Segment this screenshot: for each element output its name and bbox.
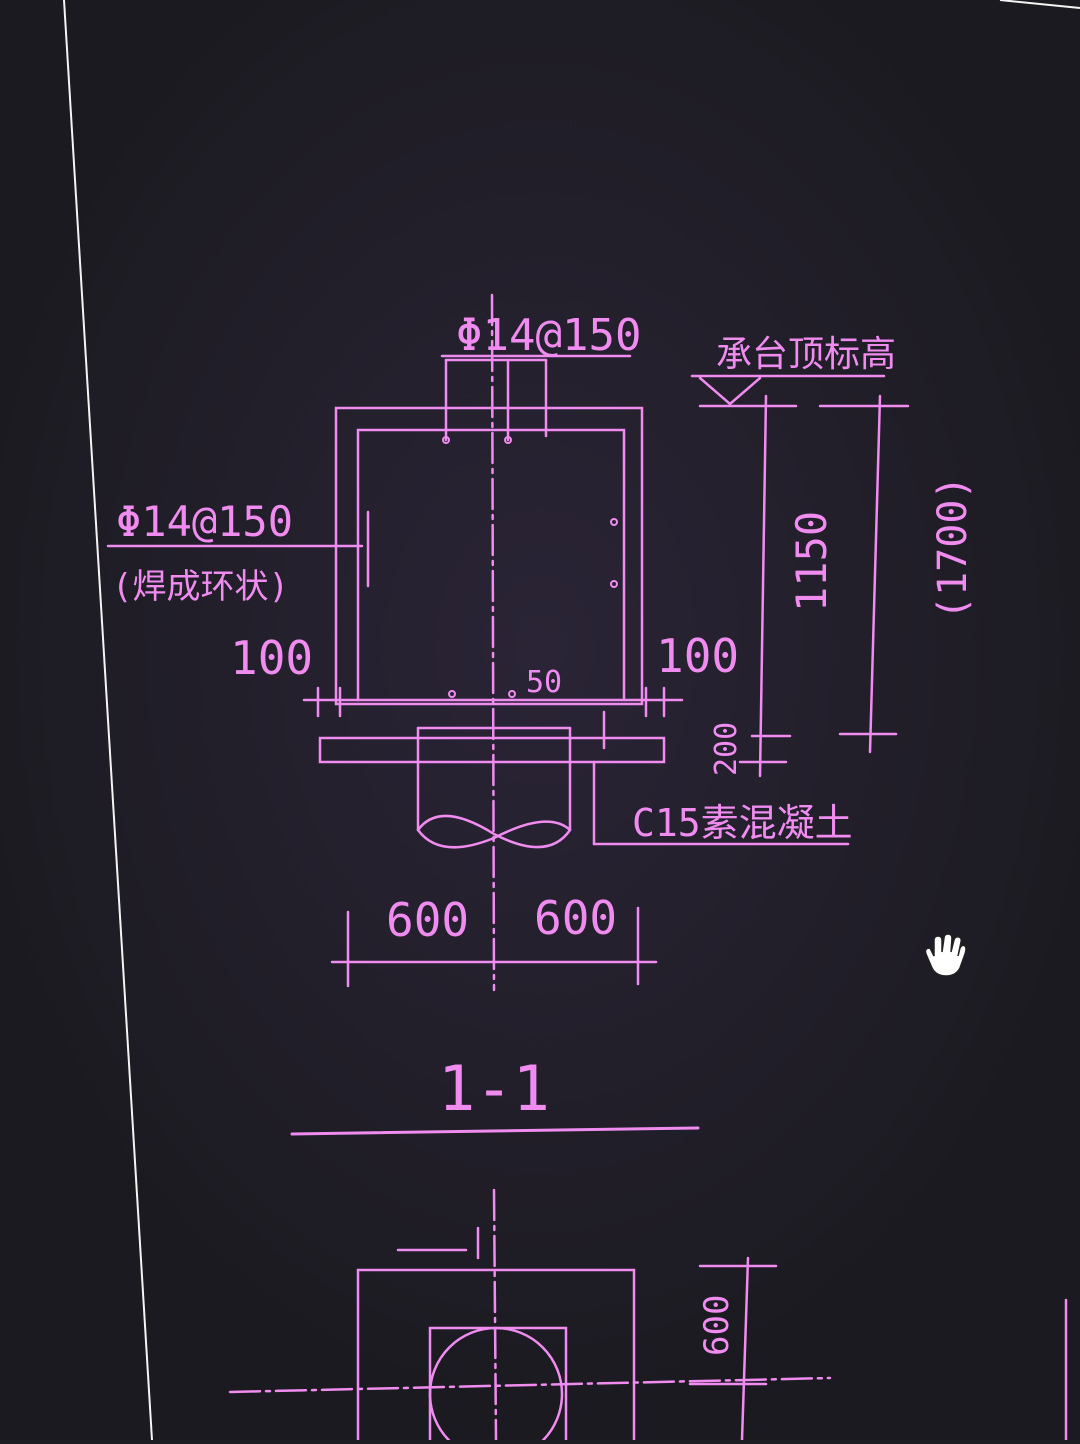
width-left-label: 600 <box>386 893 469 947</box>
cap-outline <box>334 406 644 706</box>
title-underline <box>290 1126 700 1136</box>
top-rebar-label: Φ14@150 <box>456 310 641 361</box>
section-title: 1-1 <box>438 1052 550 1125</box>
plan-dim-label: 600 <box>697 1295 737 1356</box>
plan-cap <box>356 1268 636 1444</box>
pile-break-1 <box>416 820 572 849</box>
rebar-dot <box>610 518 618 526</box>
bedding-label: 200 <box>709 722 744 776</box>
plan-centerline-v <box>492 1188 498 1442</box>
height-outer-label: (1700) <box>930 476 976 621</box>
cover-right-label: 100 <box>656 629 739 683</box>
plan-centerline-h <box>228 1376 832 1394</box>
cover-left-label: 100 <box>230 631 313 685</box>
rebar-dot <box>508 690 516 698</box>
dim-height-outer <box>868 394 882 754</box>
frame-left-line <box>63 0 153 1441</box>
bedding-slab <box>318 736 666 764</box>
elevation-label: 承台顶标高 <box>716 334 896 375</box>
centerline <box>490 293 496 992</box>
rebar-dot <box>504 436 512 444</box>
rebar-dot <box>610 580 618 588</box>
width-right-label: 600 <box>534 891 617 945</box>
concrete-label: C15素混凝土 <box>632 801 853 845</box>
sheet-frame <box>63 0 1080 1441</box>
bottom-small-label: 50 <box>526 665 562 700</box>
dim-height-inner <box>758 394 768 778</box>
rebar-dot <box>442 436 450 444</box>
side-rebar-label: Φ14@150 <box>116 497 293 546</box>
plan-dim-line <box>740 1256 750 1442</box>
elevation-triangle <box>698 376 762 406</box>
height-inner-label: 1150 <box>787 511 836 612</box>
hand-cursor-icon <box>924 933 967 977</box>
drawing-labels: Φ14@150 承台顶标高 Φ14@150 (焊成环状) 100 100 50 … <box>112 310 976 1356</box>
pile-break-2 <box>416 814 572 849</box>
rebar-dots <box>442 436 618 698</box>
side-rebar-note: (焊成环状) <box>112 567 289 607</box>
rebar-cage <box>356 428 626 702</box>
section-drawing <box>106 293 1068 1444</box>
rebar-dot <box>448 690 456 698</box>
frame-top-line <box>999 0 1080 9</box>
